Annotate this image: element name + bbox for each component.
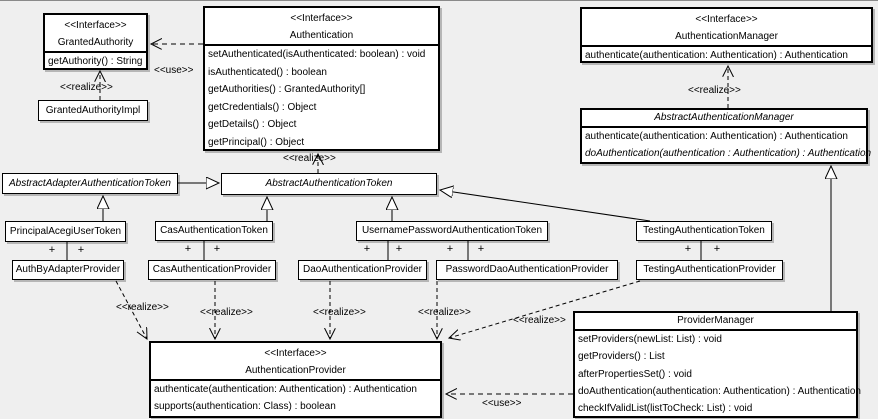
class-method: getProviders() : List xyxy=(578,351,665,363)
class-dao-authentication-provider: DaoAuthenticationProvider xyxy=(298,260,427,280)
class-method: afterPropertiesSet() : void xyxy=(578,368,692,380)
class-method: doAuthentication(authentication: Authent… xyxy=(578,385,861,397)
multiplicity-plus: + xyxy=(78,244,84,256)
class-authentication-manager: <<Interface>> AuthenticationManager auth… xyxy=(580,7,873,63)
class-title: AuthenticationProvider xyxy=(245,365,346,376)
class-granted-authority: <<Interface>> GrantedAuthority getAuthor… xyxy=(43,13,148,70)
class-method: setAuthenticated(isAuthenticated: boolea… xyxy=(208,49,426,60)
multiplicity-plus: + xyxy=(714,243,720,255)
label-realize-authentication-manager: <<realize>> xyxy=(688,85,741,96)
class-title: UsernamePasswordAuthenticationToken xyxy=(361,225,543,236)
label-realize-password-dao: <<realize>> xyxy=(418,307,471,318)
class-title: PrincipalAcegiUserToken xyxy=(9,225,122,237)
class-title: AbstractAuthenticationManager xyxy=(654,112,794,123)
class-authentication-provider: <<Interface>> AuthenticationProvider aut… xyxy=(149,341,442,418)
class-abstract-authentication-token: AbstractAuthenticationToken xyxy=(221,173,437,195)
label-realize-testing: <<realize>> xyxy=(513,315,566,326)
class-title: TestingAuthenticationProvider xyxy=(643,264,776,275)
class-cas-authentication-token: CasAuthenticationToken xyxy=(155,221,273,241)
class-password-dao-authentication-provider: PasswordDaoAuthenticationProvider xyxy=(436,260,618,280)
class-testing-authentication-provider: TestingAuthenticationProvider xyxy=(636,260,783,280)
class-method: authenticate(authentication: Authenticat… xyxy=(585,50,848,61)
class-method: authenticate(authentication: Authenticat… xyxy=(154,384,417,395)
label-realize-cas: <<realize>> xyxy=(200,307,253,318)
class-method: getAuthority() : String xyxy=(48,56,143,67)
class-authentication: <<Interface>> Authentication setAuthenti… xyxy=(203,6,440,151)
label-realize-authentication: <<realize>> xyxy=(283,153,336,164)
edge-gen-testing-token-to-abstract-token xyxy=(440,190,651,222)
class-method: authenticate(authentication: Authenticat… xyxy=(585,131,848,142)
class-granted-authority-impl: GrantedAuthorityImpl xyxy=(38,100,148,121)
class-testing-authentication-token: TestingAuthenticationToken xyxy=(636,221,772,241)
class-title: GrantedAuthority xyxy=(57,37,134,48)
class-title: CasAuthenticationProvider xyxy=(152,264,272,275)
class-title: CasAuthenticationToken xyxy=(160,225,268,236)
class-title: GrantedAuthorityImpl xyxy=(45,104,141,116)
class-title: AuthByAdapterProvider xyxy=(15,264,121,275)
class-title: TestingAuthenticationToken xyxy=(643,225,765,236)
label-use-granted-authority: <<use>> xyxy=(154,65,194,76)
class-title: PasswordDaoAuthenticationProvider xyxy=(445,264,609,275)
class-title: AbstractAdapterAuthenticationToken xyxy=(9,177,171,189)
class-method: getCredentials() : Object xyxy=(208,101,317,113)
class-username-password-authentication-token: UsernamePasswordAuthenticationToken xyxy=(356,221,548,241)
class-method: checkIfValidList(listToCheck: List) : vo… xyxy=(578,403,753,415)
class-method: doAuthentication(authentication : Authen… xyxy=(585,148,872,159)
multiplicity-plus: + xyxy=(214,243,220,255)
class-cas-authentication-provider: CasAuthenticationProvider xyxy=(148,260,276,280)
class-title: AuthenticationManager xyxy=(675,31,778,42)
class-stereotype: <<Interface>> xyxy=(290,13,353,24)
multiplicity-plus: + xyxy=(685,243,691,255)
label-realize-auth-by-adapter: <<realize>> xyxy=(116,302,169,313)
multiplicity-plus: + xyxy=(478,243,484,255)
class-method: setProviders(newList: List) : void xyxy=(578,334,722,345)
class-abstract-adapter-authentication-token: AbstractAdapterAuthenticationToken xyxy=(2,173,178,194)
class-auth-by-adapter-provider: AuthByAdapterProvider xyxy=(12,260,124,280)
multiplicity-plus: + xyxy=(447,243,453,255)
label-realize-dao: <<realize>> xyxy=(313,307,366,318)
class-title: AbstractAuthenticationToken xyxy=(265,178,393,189)
class-stereotype: <<Interface>> xyxy=(64,20,127,31)
class-stereotype: <<Interface>> xyxy=(695,14,758,25)
multiplicity-plus: + xyxy=(49,244,55,256)
class-stereotype: <<Interface>> xyxy=(264,348,327,359)
class-abstract-authentication-manager: AbstractAuthenticationManager authentica… xyxy=(580,108,872,164)
multiplicity-plus: + xyxy=(364,243,370,255)
class-method: getPrincipal() : Object xyxy=(208,136,305,148)
class-title: DaoAuthenticationProvider xyxy=(303,264,422,275)
class-method: isAuthenticated() : boolean xyxy=(208,66,327,78)
class-method: supports(authentication: Class) : boolea… xyxy=(154,401,336,412)
class-title: ProviderManager xyxy=(677,315,754,326)
class-principal-acegi-user-token: PrincipalAcegiUserToken xyxy=(5,221,126,242)
label-use-provider-manager: <<use>> xyxy=(482,398,522,409)
class-provider-manager: ProviderManager setProviders(newList: Li… xyxy=(573,311,861,418)
multiplicity-plus: + xyxy=(396,243,402,255)
label-realize-granted-authority: <<realize>> xyxy=(60,82,113,93)
class-method: getDetails() : Object xyxy=(208,119,297,131)
class-method: getAuthorities() : GrantedAuthority[] xyxy=(208,84,366,96)
class-title: Authentication xyxy=(289,30,354,41)
multiplicity-plus: + xyxy=(185,243,191,255)
